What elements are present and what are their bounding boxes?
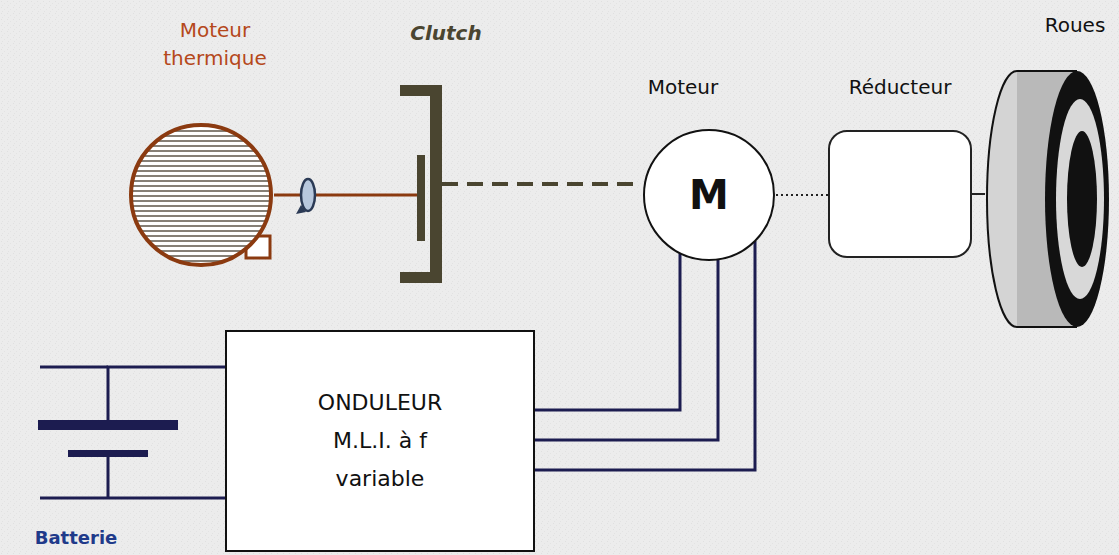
hatch-line (128, 175, 274, 177)
inverter-outline (226, 331, 534, 551)
hatch-line (128, 200, 274, 202)
hatch-line (128, 155, 274, 157)
shaft-end (400, 194, 418, 197)
battery-wires (108, 367, 225, 498)
engine-outline (131, 125, 271, 265)
hatch-line (128, 160, 274, 162)
battery-plate-short (68, 450, 148, 457)
shaft-line (274, 194, 400, 197)
wheel-figure (985, 68, 1112, 330)
gearbox-box: Réducteur (828, 130, 972, 258)
motor-outline (644, 130, 774, 260)
engine-shape: Moteur thermique (128, 122, 274, 268)
dotted-shaft (776, 194, 828, 196)
hatch-line (128, 210, 274, 212)
battery-label: Batterie (26, 526, 126, 550)
hatch-line (128, 205, 274, 207)
clutch-bracket (400, 85, 442, 283)
clutch-shape (400, 85, 442, 283)
hub (1067, 131, 1097, 267)
clutch-label: Clutch (391, 20, 501, 46)
rim (1056, 99, 1104, 299)
hatch-line (128, 130, 274, 132)
hatch-line (128, 235, 274, 237)
hatch-line (128, 260, 274, 262)
hatch-line (128, 215, 274, 217)
hatch-line (128, 185, 274, 187)
battery-lead (107, 457, 110, 498)
hatch-line (128, 180, 274, 182)
tire-face (1045, 71, 1109, 327)
battery-symbol: Batterie (30, 418, 200, 550)
gearbox-label: Réducteur (820, 74, 980, 100)
battery-plate-long (38, 420, 178, 430)
clutch-plate (417, 155, 425, 241)
hatch-line (128, 250, 274, 252)
engine-shape (128, 122, 274, 268)
hatch-line (128, 165, 274, 167)
hatch-line (128, 230, 274, 232)
phase-wires (535, 241, 755, 470)
wheel-figure: Roues (985, 68, 1112, 330)
battery-wire (40, 497, 200, 500)
clutch-shape: Clutch (400, 85, 442, 283)
axle-line (972, 193, 985, 195)
motor-circle: MoteurM (642, 140, 776, 250)
tire-edge (1017, 326, 1077, 328)
hatch-line (128, 140, 274, 142)
inverter-label: ONDULEUR M.L.I. à f variable (295, 384, 465, 498)
tire-edge (1017, 70, 1077, 72)
gearbox-outline (829, 131, 971, 257)
rotation-arrowhead (296, 205, 306, 214)
hatch-line (128, 225, 274, 227)
engine-hatching (128, 126, 274, 266)
hatch-line (128, 195, 274, 197)
motor-label: Moteur (623, 74, 743, 100)
inverter-box: ONDULEUR M.L.I. à f variable (225, 330, 535, 552)
rotation-symbol (296, 179, 315, 214)
dashed-shaft (442, 182, 642, 186)
rotation-loop (301, 179, 315, 211)
hatch-line (128, 220, 274, 222)
hatch-line (128, 255, 274, 257)
hatch-line (128, 150, 274, 152)
hatch-line (128, 170, 274, 172)
engine-label: Moteur thermique (145, 16, 285, 72)
hatch-line (128, 135, 274, 137)
battery-wire-stub (40, 366, 108, 369)
wheel-label: Roues (1035, 12, 1115, 38)
motor-symbol: M (654, 172, 764, 218)
hatch-line (128, 190, 274, 192)
gearbox-box (828, 130, 972, 258)
